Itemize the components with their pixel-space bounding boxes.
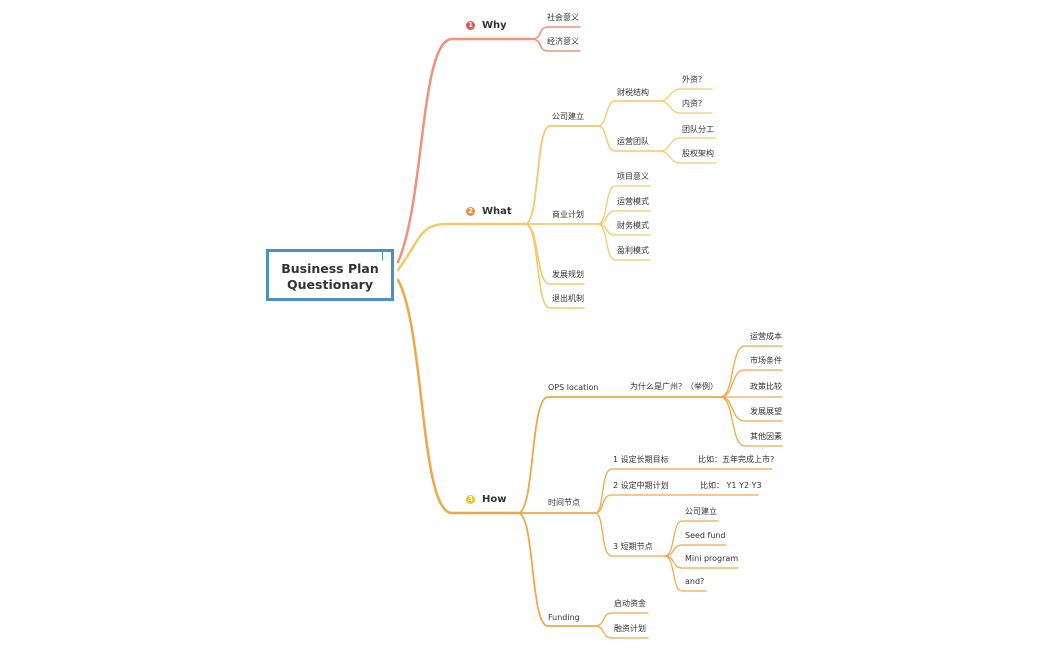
what-business-plan[interactable]: 商业计划 <box>552 210 584 219</box>
what-team-division[interactable]: 团队分工 <box>682 125 714 134</box>
timeline-mid-example[interactable]: 比如： Y1 Y2 Y3 <box>700 481 762 490</box>
branch-how[interactable]: How <box>482 494 507 505</box>
gz-item-ops-cost[interactable]: 运营成本 <box>750 332 782 341</box>
what-exit-mechanism[interactable]: 退出机制 <box>552 294 584 303</box>
why-item-social[interactable]: 社会意义 <box>547 13 579 22</box>
why-number-badge-icon: 1 <box>466 21 475 30</box>
timeline-short-term[interactable]: 3 短期节点 <box>613 542 653 551</box>
short-item-company[interactable]: 公司建立 <box>685 507 717 516</box>
gz-item-other[interactable]: 其他因素 <box>750 432 782 441</box>
root-line-1: Business Plan <box>281 261 379 276</box>
what-development-plan[interactable]: 发展规划 <box>552 270 584 279</box>
bp-item-profit[interactable]: 盈利模式 <box>617 246 649 255</box>
funding-startup[interactable]: 启动资金 <box>614 599 646 608</box>
how-why-guangzhou[interactable]: 为什么是广州？（举例） <box>630 382 718 391</box>
root-node[interactable]: Business Plan Questionary <box>266 249 394 301</box>
bp-item-operation[interactable]: 运营模式 <box>617 197 649 206</box>
timeline-long-term[interactable]: 1 设定长期目标 <box>613 455 669 464</box>
gz-item-outlook[interactable]: 发展展望 <box>750 407 782 416</box>
note-fold-inner <box>383 252 391 260</box>
what-company-setup[interactable]: 公司建立 <box>552 112 584 121</box>
what-ops-team[interactable]: 运营团队 <box>617 137 649 146</box>
how-number-badge-icon: 3 <box>466 495 475 504</box>
gz-item-policy[interactable]: 政策比较 <box>750 382 782 391</box>
root-title: Business Plan Questionary <box>269 261 391 293</box>
how-timeline[interactable]: 时间节点 <box>548 498 580 507</box>
how-funding[interactable]: Funding <box>548 613 580 622</box>
timeline-mid-term[interactable]: 2 设定中期计划 <box>613 481 669 490</box>
what-foreign-capital[interactable]: 外资? <box>682 75 703 84</box>
short-item-seed-fund[interactable]: Seed fund <box>685 531 726 540</box>
bp-item-finance[interactable]: 财务模式 <box>617 221 649 230</box>
what-equity-structure[interactable]: 股权架构 <box>682 149 714 158</box>
gz-item-market[interactable]: 市场条件 <box>750 356 782 365</box>
branch-what[interactable]: What <box>482 206 512 217</box>
root-line-2: Questionary <box>287 277 373 292</box>
short-item-mini-program[interactable]: Mini program <box>685 554 739 563</box>
what-finance-structure[interactable]: 财税结构 <box>617 88 649 97</box>
funding-financing-plan[interactable]: 融资计划 <box>614 624 646 633</box>
branch-why[interactable]: Why <box>482 20 507 31</box>
timeline-long-example[interactable]: 比如：五年完成上市? <box>698 455 775 464</box>
what-number-badge-icon: 2 <box>466 207 475 216</box>
why-item-economic[interactable]: 经济意义 <box>547 37 579 46</box>
how-ops-location[interactable]: OPS location <box>548 383 599 392</box>
bp-item-significance[interactable]: 项目意义 <box>617 172 649 181</box>
what-domestic-capital[interactable]: 内资? <box>682 99 703 108</box>
short-item-and[interactable]: and? <box>685 577 705 586</box>
